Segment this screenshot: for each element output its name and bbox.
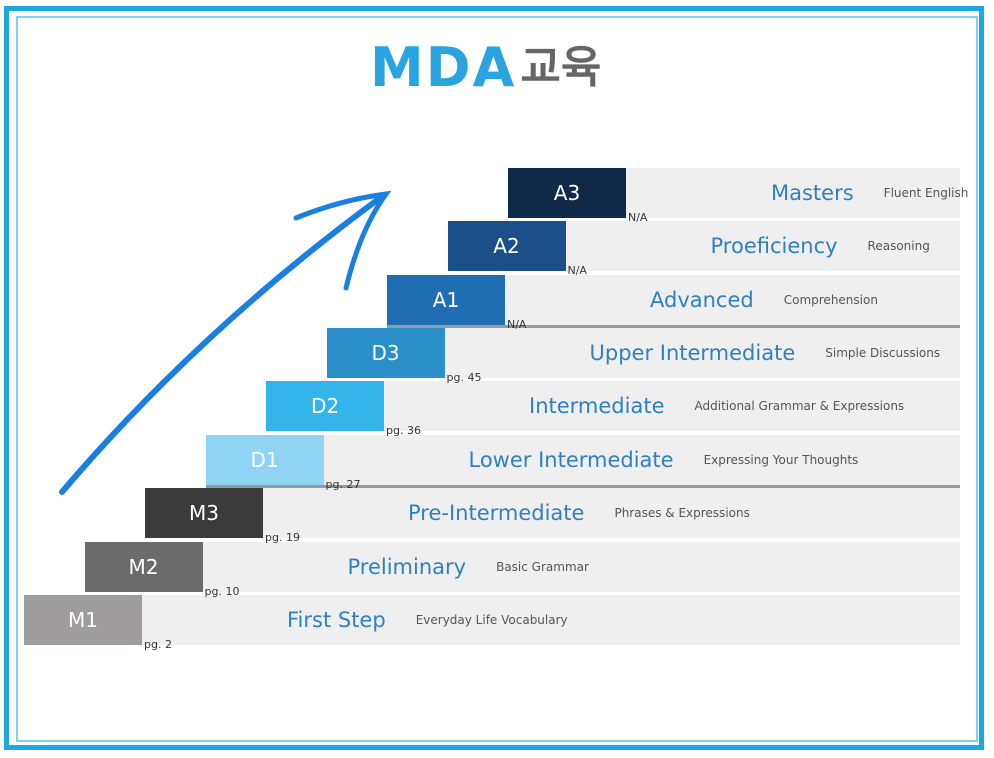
level-row-d1: D1 pg. 27 Lower Intermediate Expressing … [205,434,960,491]
level-code: D3 [371,341,400,365]
logo-korean: 교육 [520,42,602,93]
level-row-a2: A2 N/A Proeficiency Reasoning [447,221,960,277]
page-reference: pg. 27 [325,477,361,491]
page-reference: pg. 36 [386,424,421,438]
level-code-block: A2 [447,221,566,272]
level-title: Masters [771,180,854,205]
level-title: Advanced [650,287,754,312]
level-subtitle: Comprehension [783,292,878,307]
level-code: M3 [189,501,219,526]
page-reference: N/A [507,317,527,331]
level-subtitle: Expressing Your Thoughts [703,452,859,467]
level-code-block: M1 [24,595,142,645]
level-subtitle: Fluent English [883,185,969,200]
level-subtitle: Everyday Life Vocabulary [415,613,568,627]
level-code: D1 [250,447,279,472]
level-row-m1: M1 pg. 2 First Step Everyday Life Vocabu… [24,595,960,651]
level-row-m2: M2 pg. 10 Preliminary Basic Grammar [84,541,960,598]
level-title: Preliminary [347,554,467,579]
outer-frame [4,6,984,750]
level-row-m3: M3 pg. 19 Pre-Intermediate Phrases & Exp… [145,488,960,544]
level-code-block: A3 [508,167,626,218]
level-title: First Step [287,608,386,632]
level-subtitle: Reasoning [867,239,930,254]
level-code-block: D1 [205,434,324,485]
level-title: Intermediate [529,394,665,419]
page-reference: pg. 19 [265,531,300,545]
level-code-block: M2 [84,541,203,592]
page-reference: pg. 10 [204,584,240,598]
level-row-d2: D2 pg. 36 Intermediate Additional Gramma… [266,381,960,437]
level-title: Pre-Intermediate [408,501,585,526]
level-title: Lower Intermediate [468,447,674,472]
level-code-block: D3 [326,328,445,378]
level-code: A2 [493,234,520,259]
inner-frame [16,16,978,742]
level-code-block: D2 [266,381,384,432]
mda-logo: MDA 교육 [370,40,601,96]
level-code: D2 [310,394,340,419]
level-row-d3: D3 pg. 45 Upper Intermediate Simple Disc… [326,328,960,384]
level-title: Proeficiency [710,234,838,259]
page-reference: pg. 2 [144,638,172,651]
level-subtitle: Basic Grammar [496,559,589,574]
page-reference: N/A [567,264,587,278]
level-subtitle: Simple Discussions [825,346,941,360]
level-row-a1: A1 N/A Advanced Comprehension [387,274,960,331]
logo-letters: MDA [370,36,517,99]
level-row-a3: A3 N/A Masters Fluent English [508,167,968,224]
page-reference: N/A [628,210,648,224]
level-code: M2 [128,554,159,579]
level-code-block: A1 [387,274,505,325]
level-subtitle: Additional Grammar & Expressions [694,399,905,414]
level-title: Upper Intermediate [589,341,796,365]
level-code-block: M3 [145,488,263,539]
level-subtitle: Phrases & Expressions [614,506,750,521]
level-code: A1 [432,287,460,312]
page-reference: pg. 45 [446,371,482,384]
level-code: A3 [553,180,581,205]
level-code: M1 [68,608,98,632]
